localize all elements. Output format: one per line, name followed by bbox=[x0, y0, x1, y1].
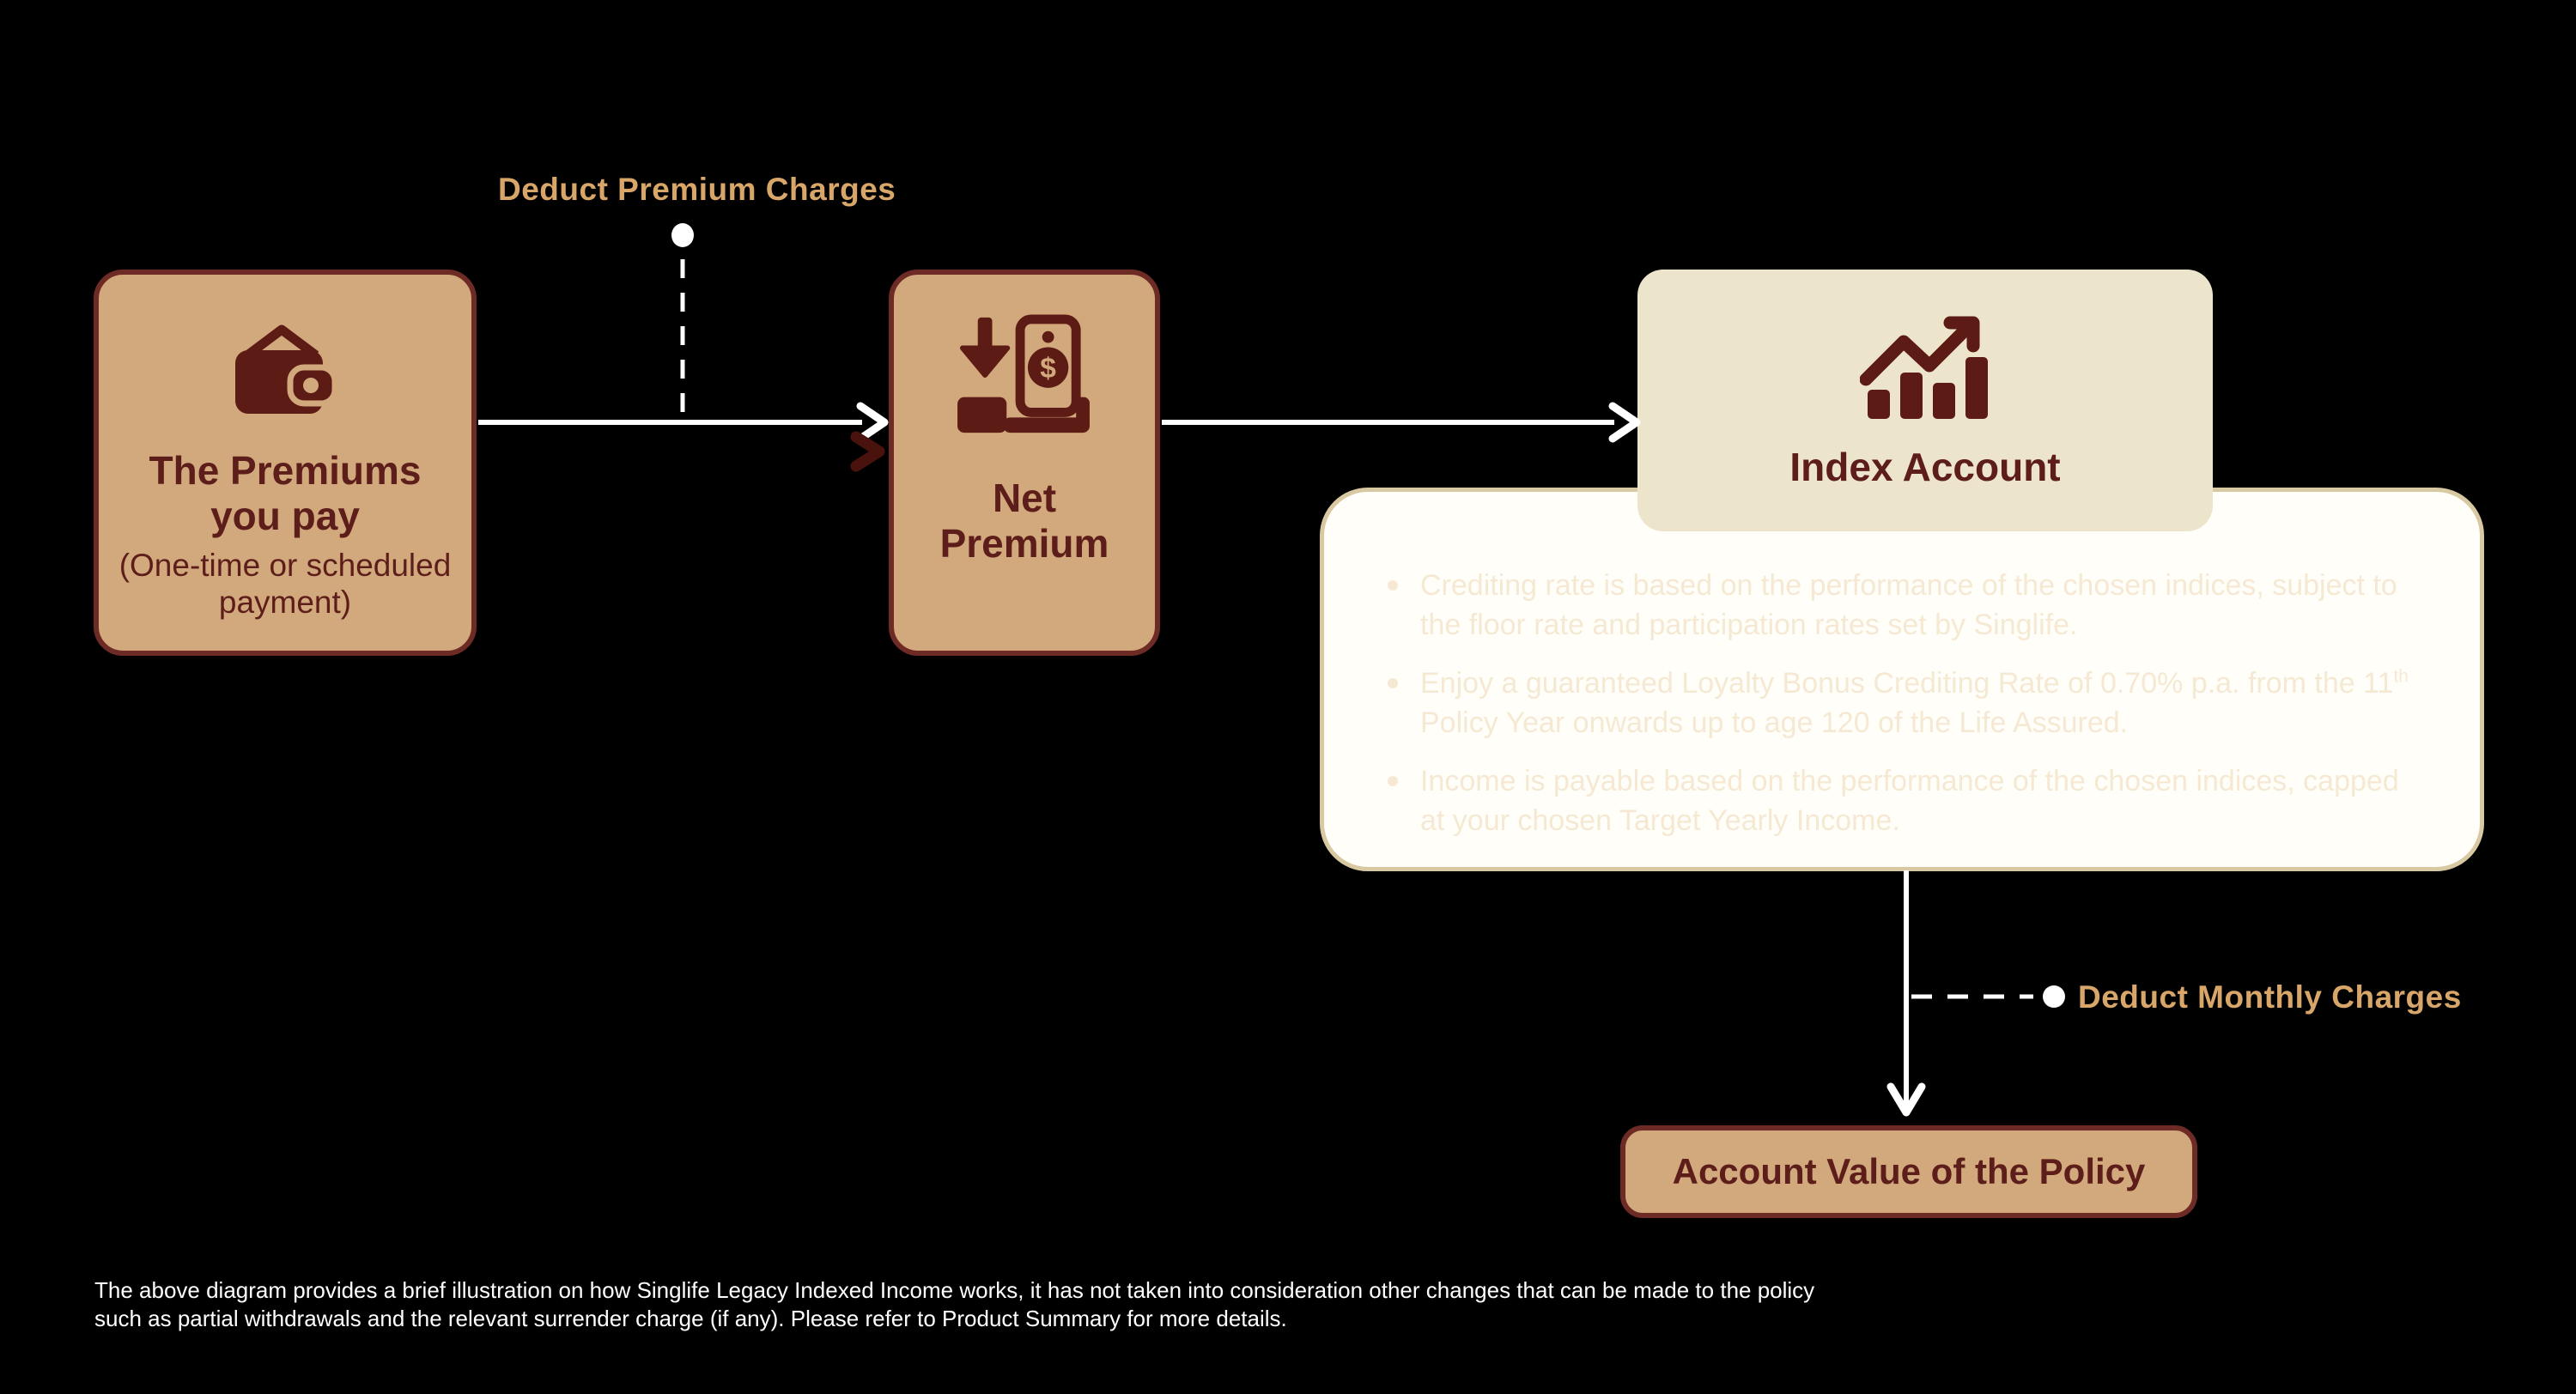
bullet-income-payable: Income is payable based on the performan… bbox=[1377, 761, 2427, 840]
footer-line-2: such as partial withdrawals and the rele… bbox=[94, 1306, 1287, 1331]
arrow-net-to-index bbox=[1162, 402, 1641, 443]
monthly-charge-connector bbox=[1911, 985, 2065, 1008]
bullet-loyalty-bonus: Enjoy a guaranteed Loyalty Bonus Crediti… bbox=[1377, 664, 2427, 742]
premium-charge-connector bbox=[671, 223, 694, 418]
bullet-text: Income is payable based on the performan… bbox=[1420, 765, 2399, 837]
index-account-box: Index Account bbox=[1637, 270, 2213, 531]
account-value-box: Account Value of the Policy bbox=[1620, 1125, 2197, 1218]
footer-line-1: The above diagram provides a brief illus… bbox=[94, 1277, 1815, 1303]
ordinal-superscript: th bbox=[2393, 666, 2409, 687]
net-premium-box: $ Net Premium bbox=[889, 270, 1160, 656]
connector-dot bbox=[2043, 985, 2065, 1008]
arrowhead-icon bbox=[1608, 402, 1641, 443]
connector-dot bbox=[671, 223, 694, 247]
premiums-box-title: The Premiums you pay bbox=[149, 448, 422, 539]
net-premium-box-title: Net Premium bbox=[939, 476, 1109, 567]
wallet-icon bbox=[235, 324, 337, 414]
bullet-text-before-sup: Enjoy a guaranteed Loyalty Bonus Crediti… bbox=[1420, 667, 2394, 700]
maroon-chevron-icon bbox=[850, 431, 885, 472]
index-panel-bullet-list: Crediting rate is based on the performan… bbox=[1377, 566, 2428, 840]
arrowhead-icon bbox=[1886, 1082, 1926, 1117]
cash-deposit-icon: $ bbox=[957, 314, 1090, 433]
arrowhead-icon bbox=[856, 402, 889, 443]
bullet-text: Crediting rate is based on the performan… bbox=[1420, 569, 2397, 641]
footer-disclaimer: The above diagram provides a brief illus… bbox=[94, 1276, 2112, 1333]
account-value-box-title: Account Value of the Policy bbox=[1672, 1151, 2146, 1191]
growth-chart-icon bbox=[1860, 316, 1988, 419]
index-account-panel: Crediting rate is based on the performan… bbox=[1320, 488, 2484, 871]
premiums-box-subtitle: (One-time or scheduled payment) bbox=[118, 547, 452, 620]
index-account-box-title: Index Account bbox=[1789, 445, 2061, 489]
deduct-premium-charges-label: Deduct Premium Charges bbox=[498, 172, 896, 207]
svg-text:$: $ bbox=[1040, 353, 1056, 385]
premiums-box: The Premiums you pay (One-time or schedu… bbox=[94, 270, 477, 656]
bullet-crediting-rate: Crediting rate is based on the performan… bbox=[1377, 566, 2427, 645]
deduct-monthly-charges-label: Deduct Monthly Charges bbox=[2078, 979, 2462, 1015]
bullet-text-after-sup: Policy Year onwards up to age 120 of the… bbox=[1420, 706, 2129, 739]
arrow-premium-to-net bbox=[478, 402, 889, 472]
arrow-index-to-account-value bbox=[1886, 870, 1926, 1117]
